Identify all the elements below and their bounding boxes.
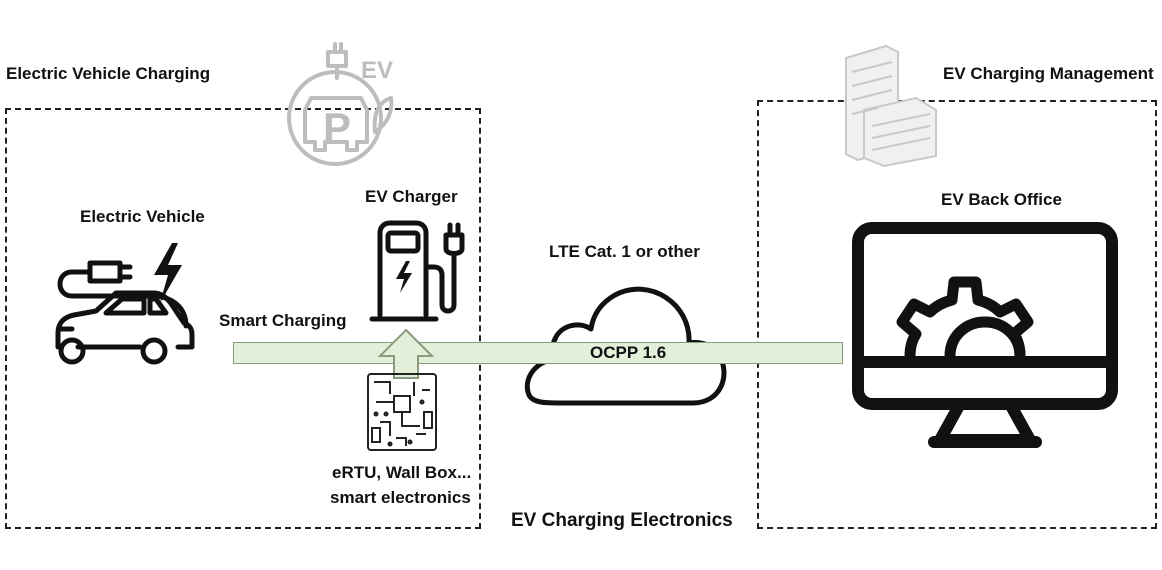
ev-charger-label: EV Charger (365, 187, 458, 206)
bottom-caption: EV Charging Electronics (511, 510, 733, 531)
ev-charger-icon (369, 220, 465, 322)
parking-ev-text: EV (361, 57, 393, 84)
monitor-gear-icon (852, 222, 1118, 448)
electronics-label-line2: smart electronics (330, 488, 471, 507)
ev-car-icon (55, 243, 195, 365)
smart-charging-label: Smart Charging (219, 311, 347, 330)
circuit-board-icon (367, 373, 437, 451)
cloud-icon (524, 286, 727, 406)
back-office-label: EV Back Office (941, 190, 1062, 209)
electronics-label-line1: eRTU, Wall Box... (332, 463, 472, 482)
left-dashed-box (5, 108, 481, 529)
parking-letter: P (323, 104, 351, 151)
right-dashed-box (757, 100, 1157, 529)
right-section-title: EV Charging Management (943, 64, 1154, 83)
ocpp-link-bar (233, 342, 843, 364)
electric-vehicle-label: Electric Vehicle (80, 207, 205, 226)
left-section-title: Electric Vehicle Charging (6, 64, 211, 83)
network-label: LTE Cat. 1 or other (549, 242, 700, 261)
parking-ev-icon: P EV (287, 42, 394, 166)
building-icon (845, 44, 937, 168)
ocpp-label: OCPP 1.6 (590, 343, 667, 362)
up-arrow-icon (377, 328, 435, 379)
